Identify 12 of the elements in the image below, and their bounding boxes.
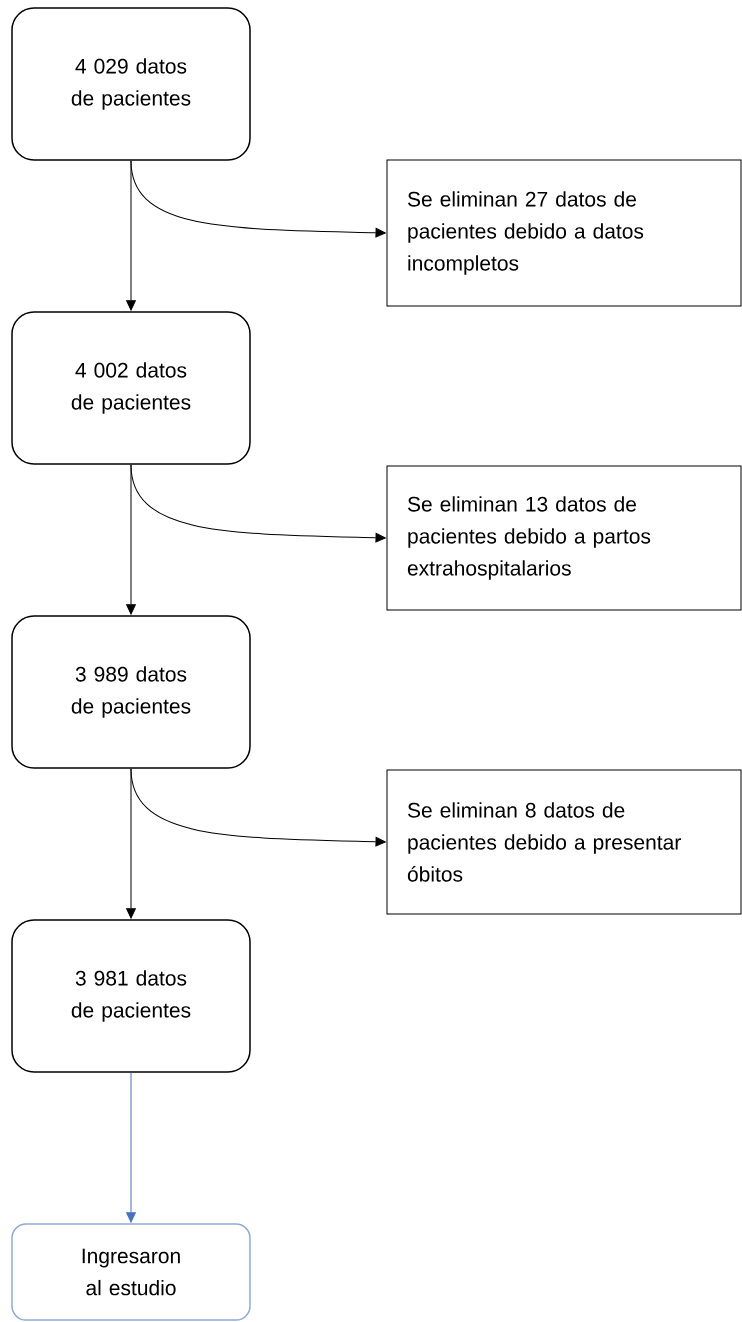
note-box: Se eliminan 8 datos de pacientes debido a presentar óbitos [386,769,742,915]
process-box: 4 002 datos de pacientes [11,311,251,465]
process-box: 4 029 datos de pacientes [11,7,251,161]
note-box: Se eliminan 27 datos de pacientes debido a datos incompletos [386,159,742,307]
arrow [126,1072,136,1223]
arrow [130,464,386,543]
arrow [130,160,386,238]
process-box: 3 981 datos de pacientes [11,919,251,1073]
note-box: Se eliminan 13 datos de pacientes debido a partos extrahospitalarios [386,465,742,611]
process-box: 3 989 datos de pacientes [11,615,251,769]
terminal-box: Ingresaron al estudio [11,1223,251,1321]
arrow [130,768,386,847]
